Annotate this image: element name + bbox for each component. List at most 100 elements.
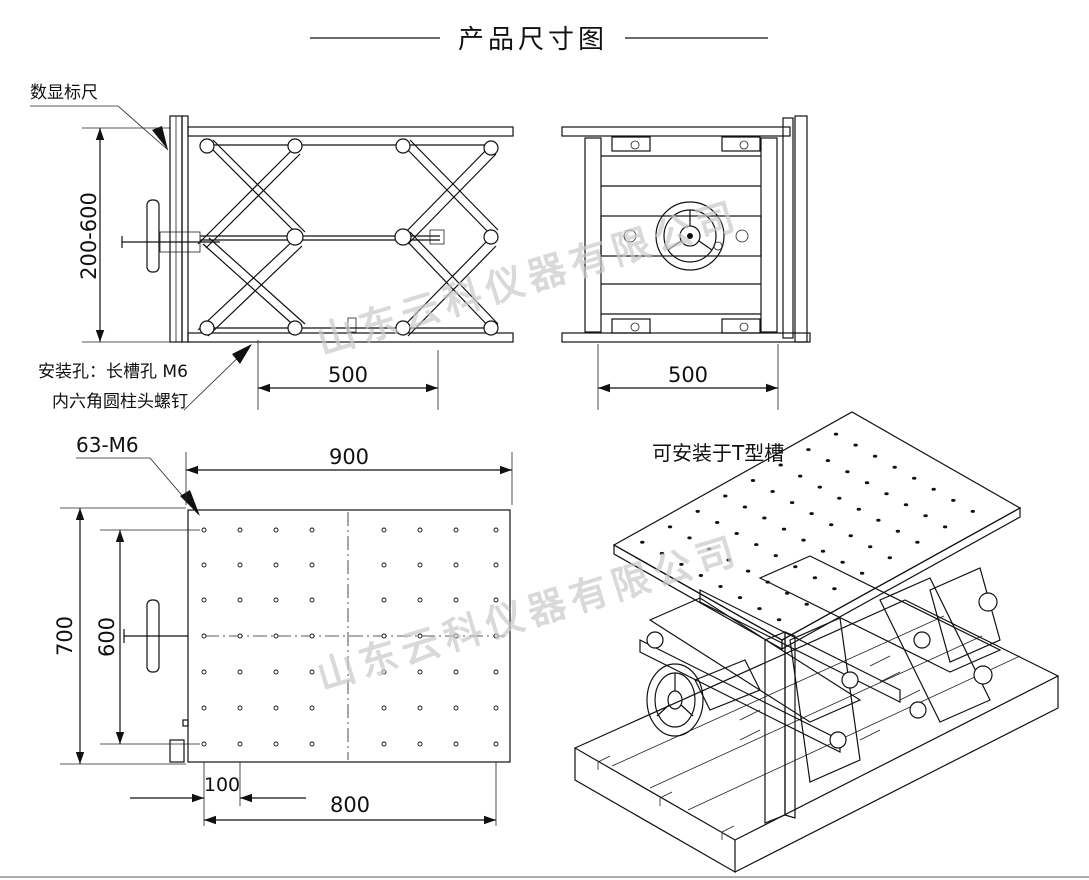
- mount-hole: [493, 705, 499, 711]
- mount-hole: [309, 633, 315, 639]
- mount-hole: [309, 597, 315, 603]
- iso-mount-hole: [829, 523, 834, 527]
- mount-hole: [493, 597, 499, 603]
- iso-mount-hole: [754, 543, 759, 547]
- iso-mount-hole: [848, 534, 853, 538]
- label-t-slot: 可安装于T型槽: [652, 441, 784, 465]
- mount-hole: [201, 633, 207, 639]
- iso-mount-hole: [856, 507, 861, 511]
- page-title: 产品尺寸图: [458, 25, 608, 55]
- mount-hole: [309, 705, 315, 711]
- iso-mount-hole: [757, 607, 762, 611]
- leader-digital-scale-arrow: [152, 126, 168, 150]
- iso-mount-hole: [864, 481, 870, 485]
- iso-mount-hole: [785, 591, 790, 595]
- iso-mount-hole: [745, 569, 751, 573]
- iso-mount-hole: [781, 527, 787, 531]
- mount-hole: [381, 597, 387, 603]
- mount-hole: [417, 597, 423, 603]
- mount-hole: [381, 669, 387, 675]
- mount-hole: [453, 562, 459, 568]
- dim-depth-total: 700: [53, 616, 77, 656]
- mount-hole: [417, 705, 423, 711]
- iso-mount-hole: [820, 549, 826, 553]
- watermark-top: 山东云科仪器有限公司: [312, 193, 746, 364]
- mount-hole: [309, 527, 315, 533]
- iso-mount-hole: [765, 580, 770, 584]
- mount-hole: [201, 562, 207, 568]
- iso-mount-hole: [742, 505, 748, 509]
- label-mount-hole-2: 内六角圆柱头螺钉: [52, 392, 188, 412]
- mount-hole: [493, 527, 499, 533]
- mount-hole: [273, 705, 279, 711]
- dim-offset: 100: [204, 774, 240, 796]
- mount-hole: [381, 633, 387, 639]
- iso-mount-hole: [726, 558, 731, 562]
- iso-mount-hole: [903, 503, 909, 507]
- mount-hole: [453, 669, 459, 675]
- mount-hole: [237, 597, 243, 603]
- iso-mount-hole: [837, 496, 842, 500]
- mount-hole: [381, 705, 387, 711]
- mount-hole: [309, 562, 315, 568]
- mount-hole: [493, 669, 499, 675]
- mount-hole: [237, 527, 243, 533]
- iso-hole-pattern: [640, 432, 975, 622]
- iso-mount-hole: [667, 525, 673, 529]
- mount-hole: [273, 527, 279, 533]
- mount-hole: [237, 741, 243, 747]
- iso-mount-hole: [825, 459, 831, 463]
- mount-hole: [201, 597, 207, 603]
- iso-mount-hole: [789, 501, 795, 505]
- iso-mount-hole: [931, 487, 936, 491]
- iso-mount-hole: [659, 551, 665, 555]
- iso-mount-hole: [840, 560, 845, 564]
- dim-height: 200-600: [77, 192, 101, 280]
- mount-hole: [453, 597, 459, 603]
- iso-mount-hole: [804, 602, 809, 606]
- iso-mount-hole: [951, 498, 956, 502]
- iso-mount-hole: [640, 540, 645, 544]
- mount-hole: [381, 527, 387, 533]
- mount-hole: [453, 527, 459, 533]
- mount-hole: [201, 741, 207, 747]
- dim-width-front: 500: [668, 363, 708, 387]
- iso-mount-hole: [793, 565, 798, 569]
- iso-mount-hole: [872, 454, 878, 458]
- label-holes: 63-M6: [76, 433, 139, 457]
- iso-mount-hole: [734, 532, 739, 535]
- iso-mount-hole: [876, 518, 881, 522]
- iso-mount-hole: [750, 479, 756, 482]
- top-view: 63-M6 900 700 600 100: [53, 433, 513, 826]
- iso-mount-hole: [695, 509, 700, 513]
- iso-mount-hole: [706, 547, 712, 551]
- iso-mount-hole: [817, 485, 822, 489]
- iso-mount-hole: [942, 525, 948, 529]
- hole-pattern: [201, 527, 499, 747]
- mount-hole: [453, 741, 459, 747]
- iso-mount-hole: [806, 448, 811, 452]
- mount-hole: [417, 633, 423, 639]
- leader-digital-scale: [30, 105, 169, 151]
- watermark-bottom: 山东云科仪器有限公司: [312, 528, 746, 699]
- mount-hole: [453, 633, 459, 639]
- iso-mount-hole: [868, 545, 873, 549]
- iso-mount-hole: [687, 536, 692, 540]
- mount-hole: [417, 562, 423, 568]
- iso-mount-hole: [770, 490, 775, 493]
- iso-mount-hole: [812, 576, 818, 580]
- iso-mount-hole: [915, 540, 920, 544]
- iso-mount-hole: [912, 476, 917, 480]
- iso-mount-hole: [778, 463, 783, 467]
- dim-length-total: 900: [329, 445, 369, 469]
- mount-hole: [381, 741, 387, 747]
- label-mount-hole-1: 安装孔：长槽孔 M6: [38, 362, 188, 382]
- mount-hole: [237, 633, 243, 639]
- iso-mount-hole: [773, 554, 778, 558]
- iso-mount-hole: [923, 514, 928, 518]
- iso-mount-hole: [809, 512, 814, 516]
- iso-mount-hole: [887, 556, 892, 560]
- mount-hole: [237, 562, 243, 568]
